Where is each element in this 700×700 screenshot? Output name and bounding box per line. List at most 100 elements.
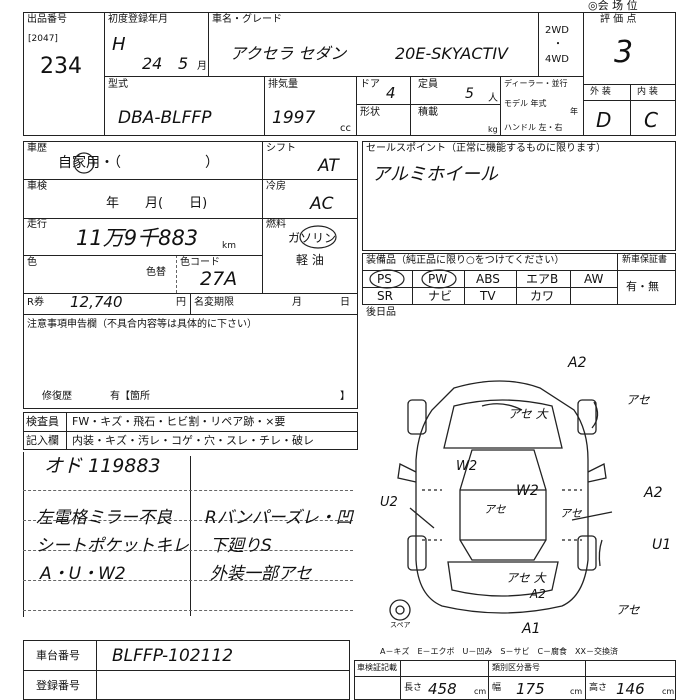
sales-box [362,141,676,251]
seats-label: 定員 [418,79,438,90]
int-label: 内 装 [637,87,658,97]
inspection-label: 車検 [27,181,47,192]
history-label: 車歴 [27,143,47,154]
comment-left-2: シートポケットキレ [36,536,189,556]
car-grade: 20E-SKYACTIV [395,44,508,63]
sales-point-label: セールスポイント（正常に機能するものに限ります） [366,143,606,154]
equip-ps: PS [377,272,392,286]
diagram-label-ase-large-front: アセ 大 [508,407,548,421]
expiry-day: 日 [340,297,350,308]
reg-month: 5 [178,54,189,73]
diagram-label-u2: U2 [380,495,398,510]
notes-label: 注意事項申告欄（不具合内容等は具体的に下さい） [27,319,257,330]
comment-odo: オド 119883 [44,455,161,477]
cert-label: 車検証記載 [357,663,397,672]
equip-ps-circle-icon [369,269,405,289]
inspector-label-2: 記入欄 [26,434,59,447]
diagram-label-ase-mid-right: アセ [560,507,582,520]
equip-navi: ナビ [428,289,453,303]
comment-left-1: 左電格ミラー不良 [36,508,172,528]
diagram-label-a2-top: A2 [568,355,587,371]
era-value: H [112,34,126,55]
class-label: 類別区分番号 [492,663,540,672]
diagram-label-w2-left: W2 [456,459,478,474]
after-label: 後日品 [366,307,396,318]
fuel-label: 燃料 [266,219,286,230]
load-label: 積載 [418,107,438,118]
drive-4wd: 4WD [545,54,569,65]
history-circle-icon [73,152,95,174]
color-code-label: 色コード [180,257,220,268]
registration-label: 登録番号 [36,679,80,692]
score-label: 評 価 点 [600,14,637,25]
warranty-label: 新車保証書 [622,255,668,265]
equip-sr: SR [377,289,393,303]
displacement-value: 1997 [272,108,316,128]
recycle-label: R券 [27,297,44,308]
reg-label: 初度登録年月 [108,14,168,25]
int-grade: C [644,108,658,132]
comment-right-3: 外装一部アセ [210,564,312,584]
inspector-line-2: 内装・キズ・汚レ・コゲ・穴・スレ・チレ・破レ [72,434,314,447]
model-value: DBA-BLFFP [118,108,212,128]
seats-unit: 人 [488,93,498,104]
vehicle-info-box [23,141,358,409]
equip-pw: PW [428,272,448,286]
model-label: 型式 [108,79,128,90]
equipment-box [362,253,676,305]
repair-value: 有【箇所 [110,391,150,402]
diagram-label-u1: U1 [652,537,672,553]
expiry-label: 名変期限 [194,297,234,308]
sales-point-value: アルミホイール [372,164,498,185]
width-label: 幅 [492,683,502,693]
mileage-unit: km [222,241,236,251]
equip-aw: AW [584,272,604,286]
equip-pw-circle-icon [421,269,457,289]
color-label: 色 [27,257,37,268]
ac-label: 冷房 [266,181,286,192]
inspector-label-1: 検査員 [26,415,59,428]
month-unit: 月 [197,61,207,72]
equip-tv: TV [480,289,496,303]
dealer-label: ディーラー・並行 [504,79,568,88]
car-diagram [389,380,613,621]
diagram-label-a2-rear: A2 [530,587,546,601]
comment-left-3: A・U・W2 [40,564,126,584]
chassis-label: 車台番号 [36,649,80,662]
shape-label: 形状 [360,107,380,118]
diagram-label-ase-rear-right: アセ [616,603,640,617]
diagram-label-ase-large-rear: アセ 大 [506,571,546,585]
model-year-label: モデル 年式 [504,99,547,108]
expiry-month: 月 [292,297,302,308]
history-value: 自家用・（ ） [58,155,219,171]
shift-value: AT [318,156,339,176]
fuel-diesel: 軽 油 [296,253,324,267]
year-unit: 年 [570,107,578,116]
warranty-value: 有・無 [626,280,659,293]
header-box [23,12,676,136]
diagram-label-ase-mid-left: アセ [484,503,506,516]
ext-grade: D [596,108,612,132]
doors-label: ドア [360,79,380,90]
mileage-value: 11万9千883 [76,226,199,250]
lot-sub: [2047] [28,34,58,44]
inspector-line-1: FW・キズ・飛石・ヒビ割・リペア跡・×要 [72,415,286,428]
length-label: 長さ [404,683,423,693]
score-value: 3 [614,35,634,70]
doors-value: 4 [386,84,396,102]
diagram-label-ase-right: アセ [626,393,650,407]
inspection-value: 年 月( 日) [106,196,208,211]
diagram-label-a2-right: A2 [644,485,663,501]
seats-value: 5 [465,86,474,102]
comment-right-1: Rバンパーズレ・凹 [205,508,353,528]
diagram-label-w2-center: W2 [516,483,539,499]
chassis-value: BLFFP-102112 [112,646,234,666]
equipment-label: 装備品（純正品に限り○をつけてください） [366,255,565,266]
ac-value: AC [310,194,334,214]
paint-label: 色替 [146,267,166,278]
recycle-unit: 円 [176,297,186,308]
width-value: 175 [516,680,545,698]
width-unit: cm [570,687,583,696]
lot-number: 234 [40,54,82,79]
height-unit: cm [662,687,675,696]
